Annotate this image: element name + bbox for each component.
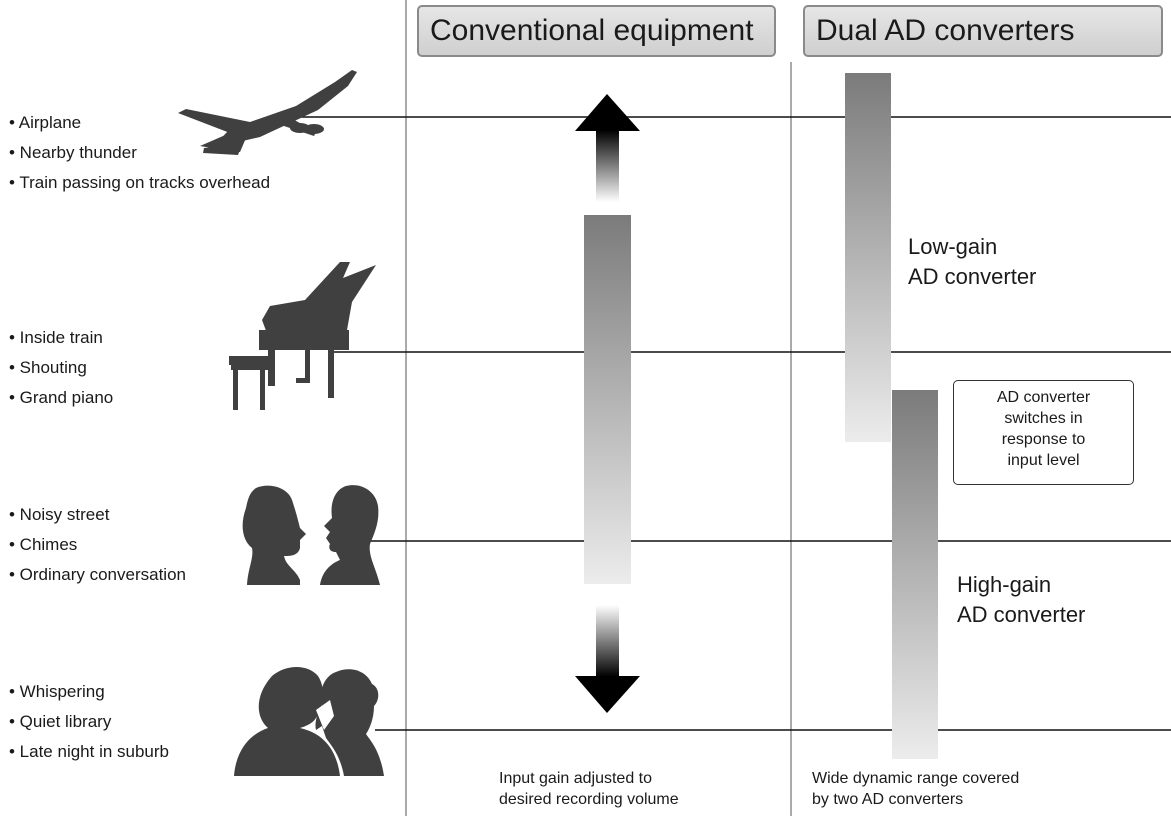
switching-note: AD converter switches in response to inp… (953, 380, 1134, 485)
list-item: • Train passing on tracks overhead (9, 173, 271, 192)
sound-list-quiet: • Whispering • Quiet library • Late nigh… (9, 677, 169, 767)
high-gain-bar (892, 390, 938, 759)
header-conventional: Conventional equipment (417, 5, 776, 57)
sound-list-loud: • Airplane • Nearby thunder • Train pass… (9, 108, 270, 198)
list-item: • Noisy street (9, 505, 110, 524)
list-item: • Nearby thunder (9, 143, 137, 162)
list-item: • Whispering (9, 682, 105, 701)
header-dual-converters: Dual AD converters (803, 5, 1163, 57)
list-item: • Inside train (9, 328, 103, 347)
list-item: • Shouting (9, 358, 87, 377)
arrow-up-icon (575, 94, 640, 202)
airplane-icon (178, 70, 357, 155)
low-gain-label: Low-gain AD converter (908, 234, 1037, 289)
list-item: • Late night in suburb (9, 742, 170, 761)
list-item: • Grand piano (9, 388, 114, 407)
high-gain-label: High-gain AD converter (957, 572, 1086, 627)
two-people-talking-icon (242, 485, 380, 585)
sound-list-medium: • Noisy street • Chimes • Ordinary conve… (9, 500, 186, 590)
grand-piano-icon (229, 262, 376, 410)
list-item: • Ordinary conversation (9, 565, 186, 584)
caption-conventional: Input gain adjusted to desired recording… (499, 770, 679, 808)
low-gain-bar (845, 73, 891, 442)
list-item: • Chimes (9, 535, 78, 554)
list-item: • Airplane (9, 113, 82, 132)
whispering-people-icon (234, 667, 384, 776)
caption-dual: Wide dynamic range covered by two AD con… (812, 770, 1020, 808)
arrow-down-icon (575, 605, 640, 713)
conventional-gain-bar (584, 215, 631, 584)
list-item: • Quiet library (9, 712, 112, 731)
sound-list-medium-loud: • Inside train • Shouting • Grand piano (9, 323, 113, 413)
